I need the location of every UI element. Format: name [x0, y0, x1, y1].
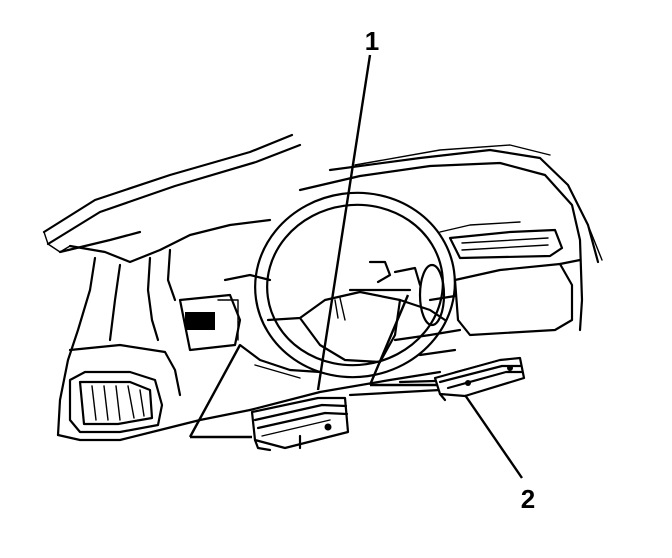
- callout-label-1: 1: [365, 26, 379, 56]
- callout-label-2: 2: [521, 484, 535, 514]
- callout-2-leader: [464, 394, 523, 479]
- dashboard-top-outline: [298, 144, 603, 332]
- right-dash-panel: [428, 228, 582, 337]
- left-dash-side: [56, 218, 272, 442]
- center-stack: [393, 221, 521, 357]
- instrument-cluster-area: [178, 273, 322, 379]
- left-air-vent: [68, 370, 164, 434]
- module-part-1: [250, 396, 350, 452]
- module-part-2: [433, 356, 526, 402]
- windshield-top-edge: [42, 133, 302, 254]
- callout-1-leader: [188, 54, 437, 439]
- steering-wheel: [254, 191, 456, 379]
